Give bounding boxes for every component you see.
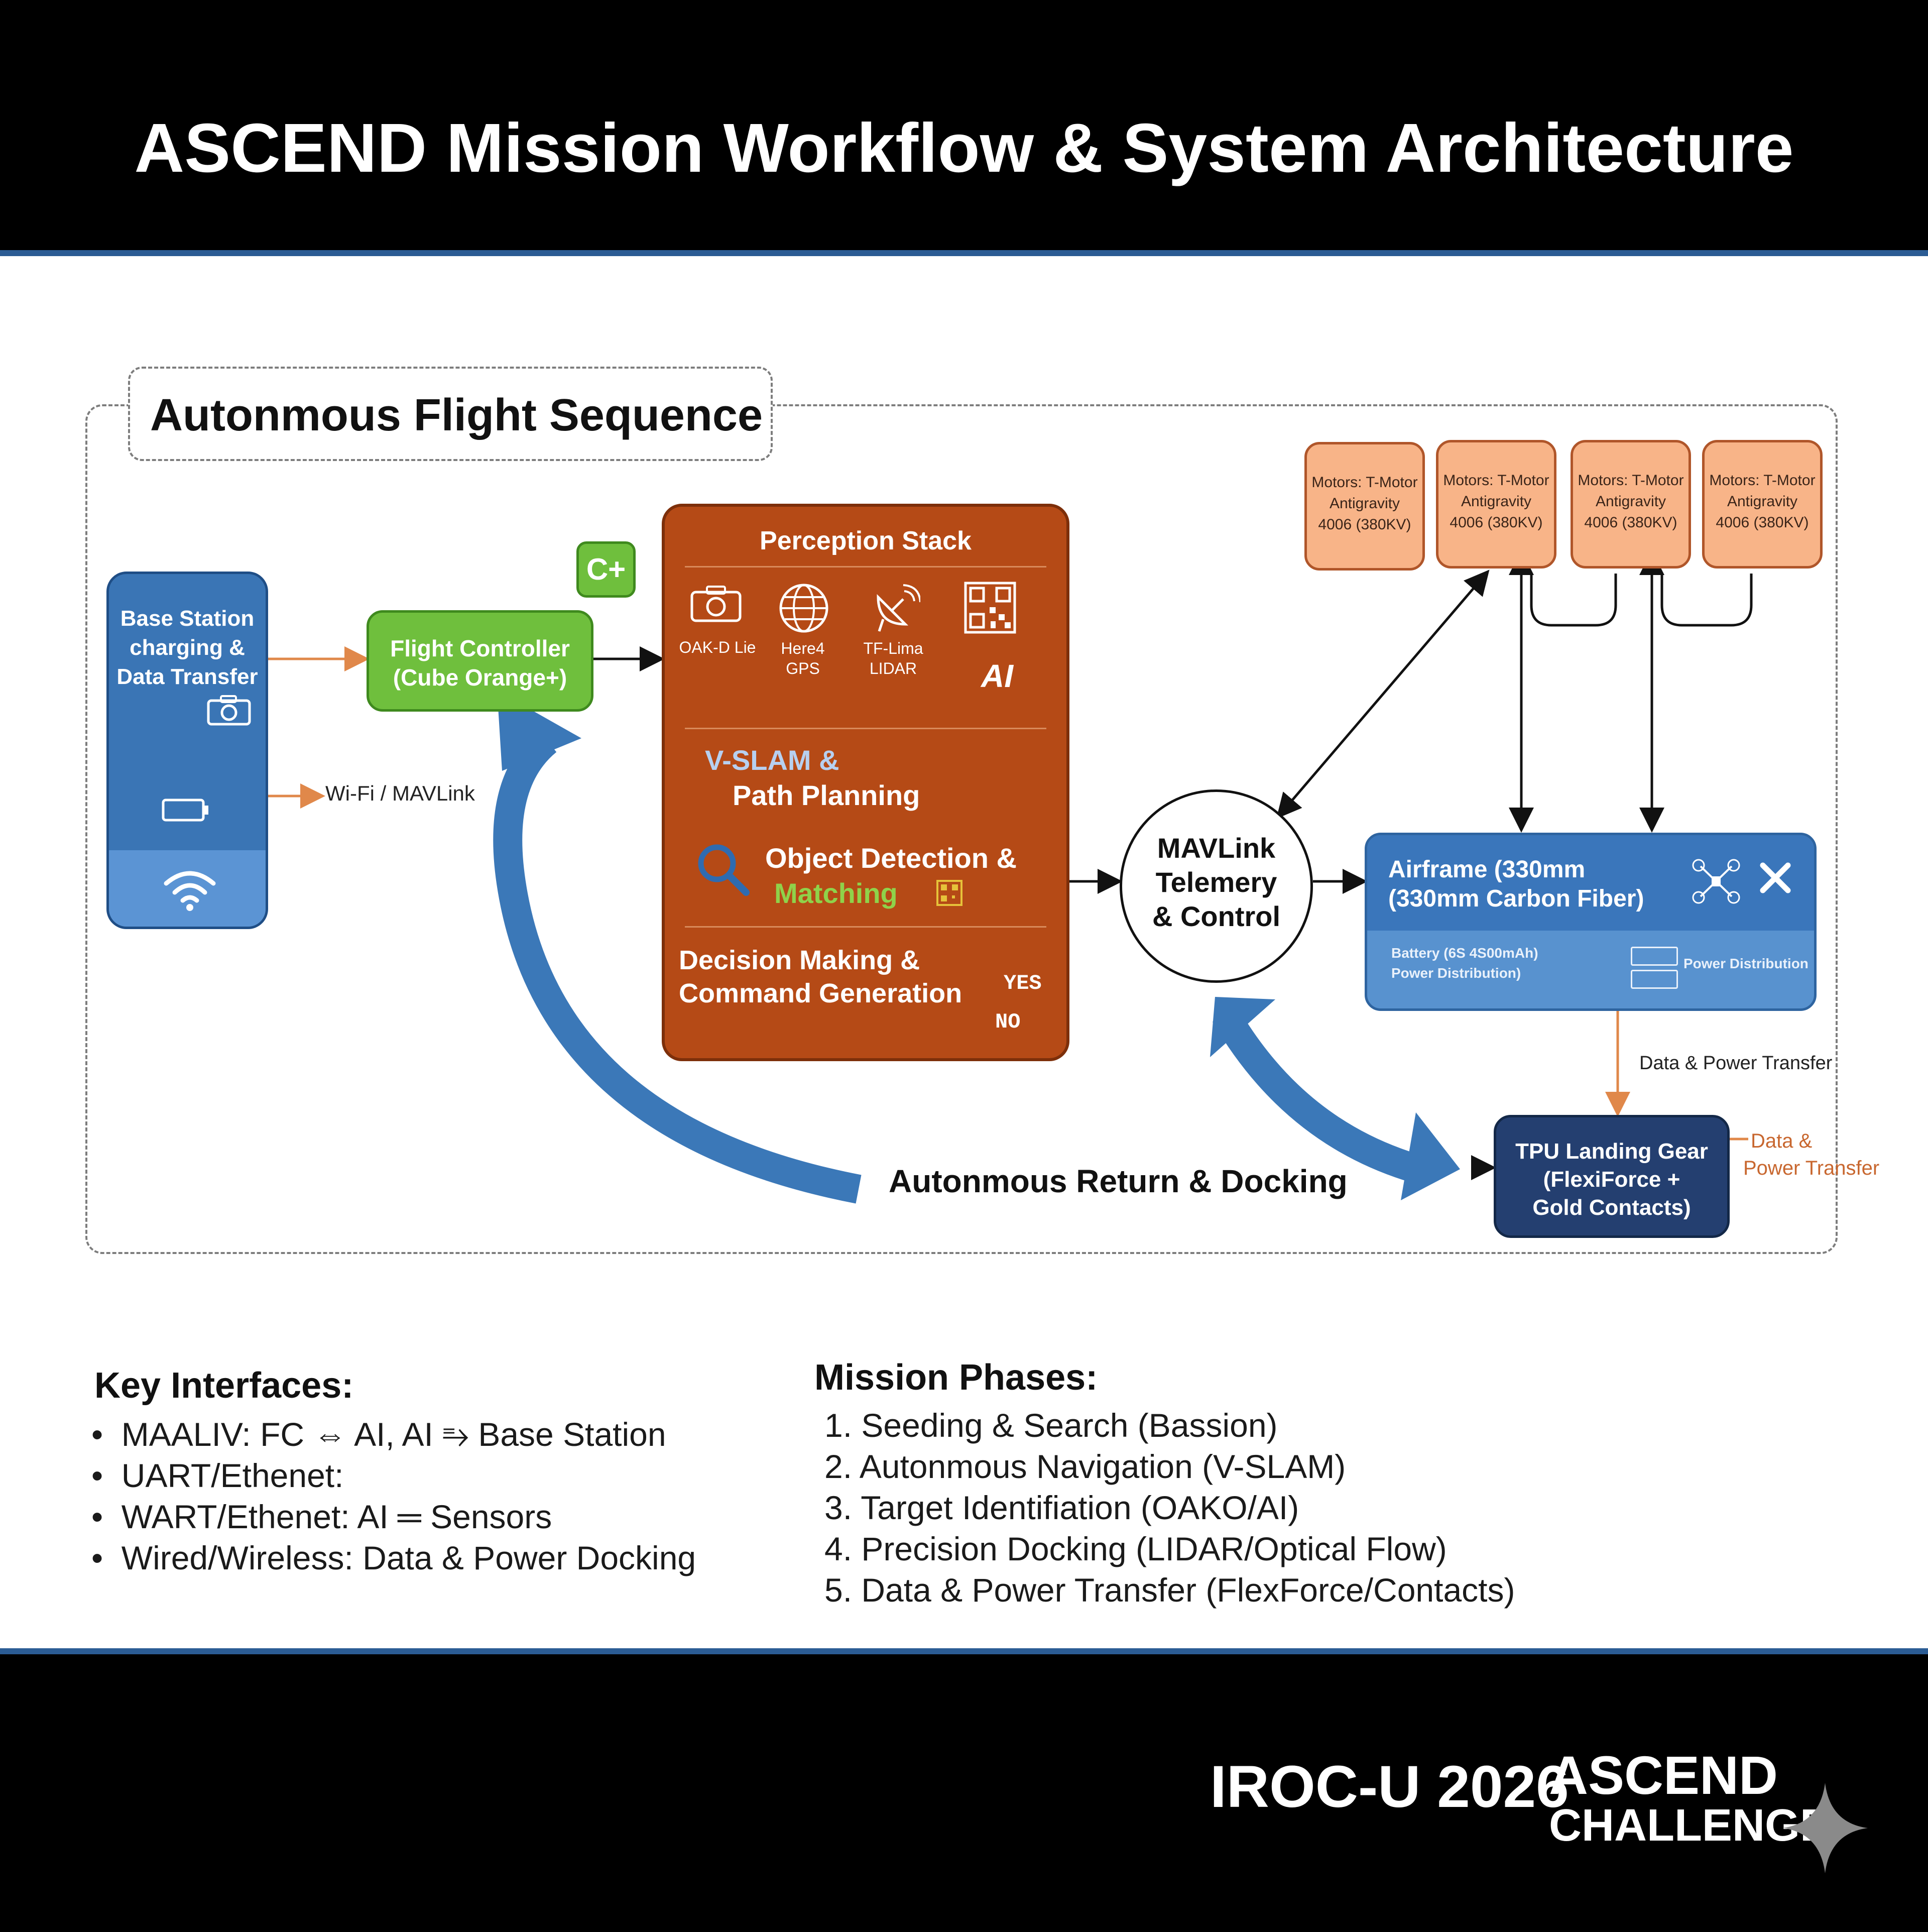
list-item: • Wired/Wireless: Data & Power Docking [91, 1539, 696, 1576]
motor-block[interactable]: Motors: T-Motor Antigravity 4006 (380KV) [1571, 440, 1691, 569]
list-item: 5. Data & Power Transfer (FlexForce/Cont… [824, 1571, 1515, 1609]
perception-divider [685, 566, 1046, 567]
sensor-oak-label: OAK-D Lie [679, 638, 756, 656]
power-distribution-label: Power Distribution [1683, 956, 1809, 971]
return-arrow-right [1212, 1007, 1425, 1184]
list-item: 3. Target Identifiation (OAKO/AI) [824, 1489, 1299, 1526]
base-station-label: Base Station charging & Data Transfer [116, 606, 258, 689]
flight-sequence-frame [85, 404, 1838, 1254]
list-item: • WART/Ethenet: AI ═ Sensors [91, 1498, 552, 1535]
decision-yes: YES [1004, 971, 1042, 995]
perception-divider [685, 926, 1046, 928]
camera-icon [207, 695, 251, 726]
mavlink-label: MAVLink Telemery & Control [1152, 832, 1281, 932]
motor-block[interactable]: Motors: T-Motor Antigravity 4006 (380KV) [1304, 442, 1425, 571]
qr-code-icon [964, 582, 1016, 634]
drone-icon [1692, 859, 1740, 904]
return-arrow-left [493, 729, 862, 1204]
section-title: Autonmous Flight Sequence [150, 390, 763, 440]
brand-line2: CHALLENGE [1549, 1800, 1830, 1851]
sensor-lidar-label: TF-Lima LIDAR [863, 639, 923, 677]
return-arrow-right-tail [1210, 997, 1275, 1057]
mavlink-node[interactable]: MAVLink Telemery & Control [1120, 789, 1313, 983]
airframe-header [1367, 835, 1814, 931]
list-item: • MAALIV: FC ⇔ AI, AI ⥱ Base Station [91, 1416, 666, 1453]
tpu-landing-gear-block[interactable]: TPU Landing Gear (FlexiForce + Gold Cont… [1494, 1115, 1730, 1238]
list-item: 1. Seeding & Search (Bassion) [824, 1407, 1278, 1444]
header-bar: ASCEND Mission Workflow & System Archite… [0, 0, 1928, 256]
motor-block[interactable]: Motors: T-Motor Antigravity 4006 (380KV) [1702, 440, 1823, 569]
perception-stack-block[interactable]: Perception Stack OAK-D Lie Here4 GPS TF-… [662, 504, 1069, 1061]
footer-bar [0, 1648, 1928, 1932]
power-distribution-board [1631, 947, 1678, 966]
decision-no: NO [995, 1010, 1021, 1034]
perception-divider [685, 728, 1046, 729]
list-item: 4. Precision Docking (LIDAR/Optical Flow… [824, 1530, 1447, 1567]
base-station-bottom [109, 850, 266, 927]
airframe-block[interactable]: Airframe (330mm (330mm Carbon Fiber) Bat… [1365, 833, 1817, 1011]
list-item: 2. Autonmous Navigation (V-SLAM) [824, 1448, 1346, 1485]
tpu-label: TPU Landing Gear (FlexiForce + Gold Cont… [1515, 1139, 1708, 1220]
key-interfaces-heading: Key Interfaces: [94, 1366, 354, 1406]
ai-badge: AI [981, 658, 1013, 694]
battery-icon [162, 799, 208, 822]
airframe-label: Airframe (330mm (330mm Carbon Fiber) [1388, 856, 1644, 912]
wifi-icon [164, 871, 216, 911]
brand-line1: ASCEND [1549, 1745, 1778, 1805]
base-station-block[interactable]: Base Station charging & Data Transfer [106, 572, 268, 929]
power-distribution-board [1631, 970, 1678, 989]
globe-icon [779, 584, 828, 633]
motor-block[interactable]: Motors: T-Motor Antigravity 4006 (380KV) [1436, 440, 1556, 569]
vslam-label: V-SLAM & Path Planning [705, 744, 920, 811]
camera-icon [690, 586, 742, 622]
wifi-mavlink-label: Wi-Fi / MAVLink [325, 781, 475, 805]
perception-title: Perception Stack [760, 526, 972, 555]
sensor-gps-label: Here4 GPS [781, 639, 825, 677]
mission-phases-list: 1. Seeding & Search (Bassion) 2. Autonmo… [824, 1405, 1515, 1611]
flight-controller-block[interactable]: Flight Controller (Cube Orange+) [367, 610, 593, 712]
return-arrow-right-head [1401, 1112, 1460, 1200]
satellite-dish-icon [877, 584, 920, 632]
event-label: IROC-U 2026 [1210, 1754, 1569, 1820]
object-detection-label: Object Detection & Matching [765, 842, 1017, 909]
motor-loop-a [1530, 574, 1617, 627]
qr-code-icon [936, 880, 962, 906]
page-title: ASCEND Mission Workflow & System Archite… [134, 109, 1794, 187]
mission-phases-heading: Mission Phases: [814, 1357, 1098, 1398]
tpu-side-label: Data & Power Transfer [1743, 1130, 1880, 1179]
data-power-transfer-label: Data & Power Transfer [1639, 1053, 1833, 1074]
decision-making-label: Decision Making & Command Generation [679, 945, 962, 1008]
list-item: • UART/Ethenet: [91, 1457, 344, 1494]
motor-loop-b [1660, 574, 1753, 627]
key-interfaces-list: • MAALIV: FC ⇔ AI, AI ⥱ Base Station • U… [91, 1414, 696, 1578]
cpp-badge: C+ [576, 541, 636, 598]
section-title-box: Autonmous Flight Sequence [128, 367, 773, 461]
mavlink-motors-arrow [1276, 570, 1490, 819]
sparkle-icon [1782, 1783, 1868, 1873]
search-icon [698, 844, 750, 896]
return-docking-label: Autonmous Return & Docking [889, 1163, 1348, 1199]
flight-controller-label: Flight Controller (Cube Orange+) [390, 635, 570, 691]
close-icon [1760, 862, 1791, 893]
battery-label: Battery (6S 4S00mAh) Power Distribution) [1391, 945, 1538, 981]
